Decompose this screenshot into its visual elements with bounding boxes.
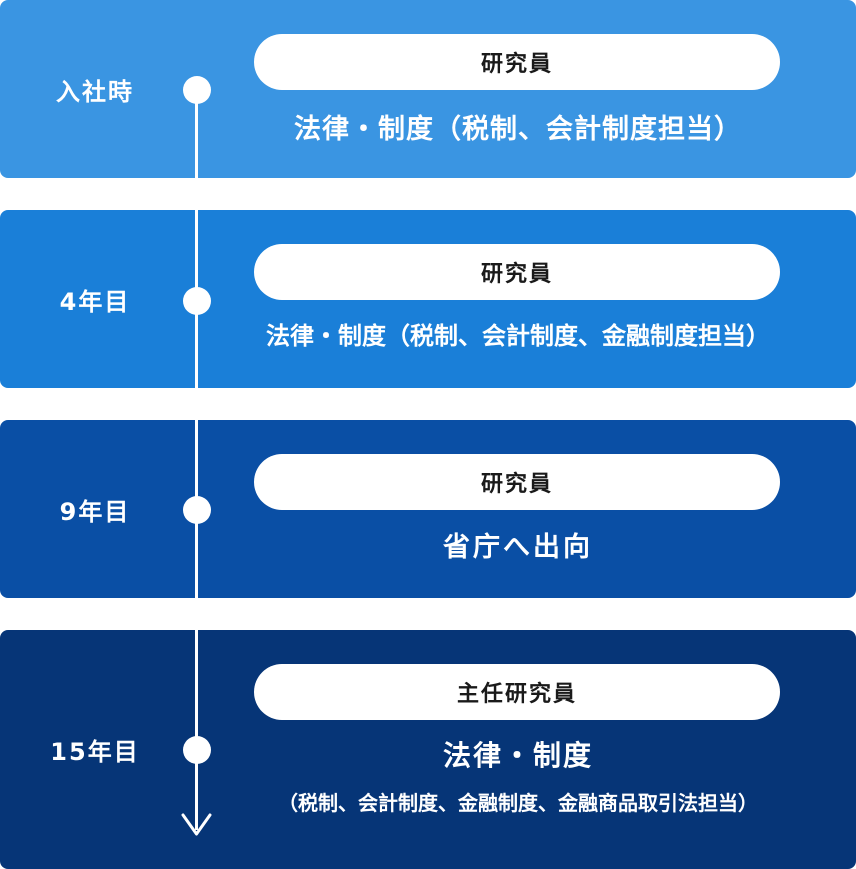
timeline-dot [183,496,211,524]
stage-description: 省庁へ出向 [443,532,593,563]
timeline-line [195,90,198,830]
stage-period: 4年目 [59,288,131,316]
timeline-dot [183,76,211,104]
stage-period: 9年目 [59,498,131,526]
stage-description: 法律・制度 [442,739,593,772]
timeline-dot [183,287,211,315]
stage-period: 15年目 [50,738,140,766]
role-pill: 研究員 [254,454,780,510]
role-pill: 主任研究員 [254,664,780,720]
timeline-dot [183,736,211,764]
stage-description-sub: （税制、会計制度、金融制度、金融商品取引法担当） [278,791,758,815]
role-pill: 研究員 [254,244,780,300]
stage-description: 法律・制度（税制、会計制度担当） [294,114,742,145]
stage-description: 法律・制度（税制、会計制度、金融制度担当） [266,322,770,350]
stage-period: 入社時 [56,78,134,106]
role-pill: 研究員 [254,34,780,90]
arrow-down-icon [181,813,212,836]
